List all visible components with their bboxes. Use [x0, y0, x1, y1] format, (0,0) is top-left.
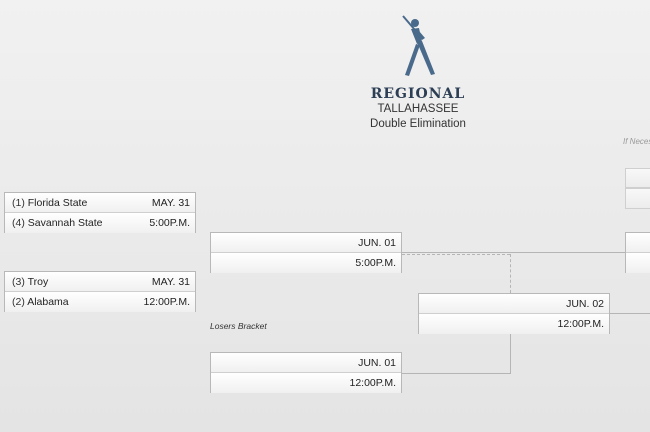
team-seed: (3): [12, 276, 25, 288]
game-slot[interactable]: 12:00P.M.: [419, 314, 609, 334]
game-losers-bracket[interactable]: JUN. 01 12:00P.M.: [210, 352, 402, 393]
game-time: 12:00P.M.: [557, 318, 604, 330]
game-slot[interactable]: JUN. 01: [211, 233, 401, 253]
page-title: REGIONAL: [370, 86, 466, 102]
game-slot[interactable]: [626, 253, 650, 273]
bracket-connector: [402, 373, 511, 374]
game-final-slot[interactable]: [625, 232, 650, 273]
game-date: JUN. 01: [358, 357, 396, 369]
game-time: 5:00P.M.: [355, 257, 396, 269]
losers-bracket-label: Losers Bracket: [210, 321, 267, 331]
game-time: 12:00P.M.: [143, 296, 190, 308]
team-row[interactable]: (4) Savannah State 5:00P.M.: [5, 213, 195, 233]
team-row[interactable]: (2) Alabama 12:00P.M.: [5, 292, 195, 312]
if-necessary-label: If Necessary: [623, 137, 650, 146]
game-round1-1[interactable]: (1) Florida State MAY. 31 (4) Savannah S…: [4, 192, 196, 233]
game-slot[interactable]: JUN. 02: [419, 294, 609, 314]
baseball-batter-icon: [402, 15, 435, 76]
game-slot[interactable]: 5:00P.M.: [211, 253, 401, 273]
game-date: JUN. 01: [358, 237, 396, 249]
game-date: JUN. 02: [566, 298, 604, 310]
game-slot[interactable]: [626, 233, 650, 253]
game-time: 12:00P.M.: [349, 377, 396, 389]
team-name: Alabama: [27, 296, 69, 308]
format-label: Double Elimination: [370, 118, 466, 130]
bracket-connector-dashed: [510, 254, 511, 293]
team-name: Savannah State: [27, 217, 103, 229]
game-slot[interactable]: JUN. 01: [211, 353, 401, 373]
team-seed: (2): [12, 296, 25, 308]
game-round1-2[interactable]: (3) Troy MAY. 31 (2) Alabama 12:00P.M.: [4, 271, 196, 312]
game-date: MAY. 31: [151, 276, 190, 288]
team-name: Florida State: [27, 197, 88, 209]
game-winners-bracket[interactable]: JUN. 01 5:00P.M.: [210, 232, 402, 273]
bracket-connector: [610, 313, 650, 314]
game-date: MAY. 31: [151, 197, 190, 209]
team-row[interactable]: (1) Florida State MAY. 31: [5, 193, 195, 213]
bracket-connector: [402, 252, 625, 253]
location-label: TALLAHASSEE: [377, 103, 459, 115]
team-name: Troy: [27, 276, 49, 288]
bracket-connector: [510, 334, 511, 374]
team-row[interactable]: (3) Troy MAY. 31: [5, 272, 195, 292]
team-seed: (1): [12, 197, 25, 209]
if-necessary-slot: [625, 168, 650, 188]
if-necessary-slot: [625, 188, 650, 209]
bracket-connector-dashed: [402, 254, 510, 255]
game-time: 5:00P.M.: [149, 217, 190, 229]
team-seed: (4): [12, 217, 25, 229]
game-elimination[interactable]: JUN. 02 12:00P.M.: [418, 293, 610, 334]
game-slot[interactable]: 12:00P.M.: [211, 373, 401, 393]
